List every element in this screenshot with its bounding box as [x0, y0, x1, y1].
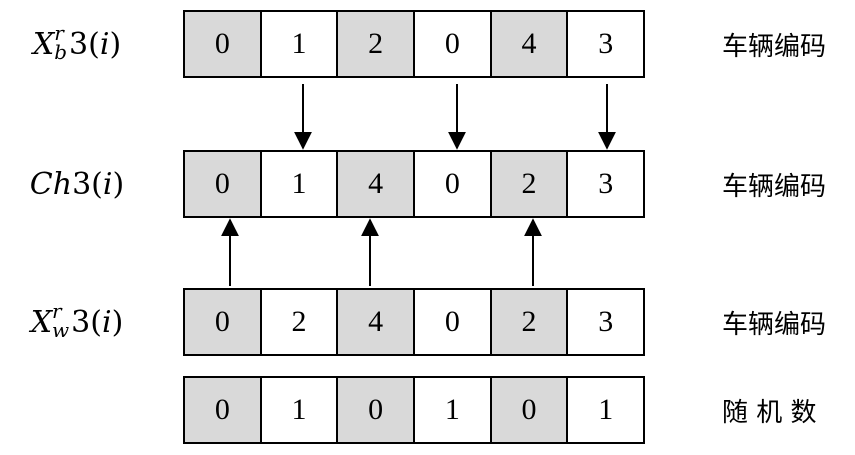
- cell: 1: [259, 378, 337, 442]
- cell: 0: [185, 378, 260, 442]
- label-var: i: [101, 304, 112, 340]
- label-sub: w: [52, 318, 70, 342]
- cell: 3: [566, 12, 643, 76]
- cell: 4: [336, 290, 414, 354]
- label-sub: b: [54, 40, 68, 64]
- row-right-label: 车辆编码: [722, 31, 827, 62]
- cell: 3: [566, 290, 643, 354]
- cell: 4: [489, 12, 567, 76]
- cell: 3: [566, 152, 643, 216]
- label-main: X: [32, 26, 55, 62]
- cell: 0: [413, 152, 490, 216]
- row-right-label: 随 机 数: [722, 397, 817, 428]
- label-var: i: [102, 166, 113, 202]
- label-sup: r: [52, 299, 62, 323]
- cell: 1: [259, 152, 337, 216]
- cell: 2: [489, 290, 567, 354]
- cell: 2: [489, 152, 567, 216]
- row-ch-cells: 0 1 4 0 2 3: [183, 150, 645, 218]
- cell: 0: [413, 290, 490, 354]
- row-right-label: 车辆编码: [722, 171, 827, 202]
- cell: 4: [336, 152, 414, 216]
- cell: 1: [566, 378, 643, 442]
- cell: 1: [413, 378, 490, 442]
- label-close: ): [109, 26, 122, 62]
- label-main: Ch: [29, 166, 73, 202]
- label-num: 3: [72, 166, 92, 202]
- label-num: 3: [69, 26, 89, 62]
- label-main: X: [30, 304, 53, 340]
- cell: 0: [336, 378, 414, 442]
- cell: 0: [185, 152, 260, 216]
- cell: 0: [185, 290, 260, 354]
- row-xw-cells: 0 2 4 0 2 3: [183, 288, 645, 356]
- cell: 1: [259, 12, 337, 76]
- label-close: ): [111, 304, 124, 340]
- label-open: (: [88, 26, 100, 62]
- label-open: (: [90, 304, 102, 340]
- label-open: (: [91, 166, 103, 202]
- cell: 2: [259, 290, 337, 354]
- label-num: 3: [71, 304, 91, 340]
- label-var: i: [99, 26, 110, 62]
- row-right-label: 车辆编码: [722, 309, 827, 340]
- label-close: ): [112, 166, 125, 202]
- cell: 2: [336, 12, 414, 76]
- cell: 0: [185, 12, 260, 76]
- cell: 0: [489, 378, 567, 442]
- row-xb-cells: 0 1 2 0 4 3: [183, 10, 645, 78]
- row-random-cells: 0 1 0 1 0 1: [183, 376, 645, 444]
- label-sup: r: [54, 21, 64, 45]
- cell: 0: [413, 12, 490, 76]
